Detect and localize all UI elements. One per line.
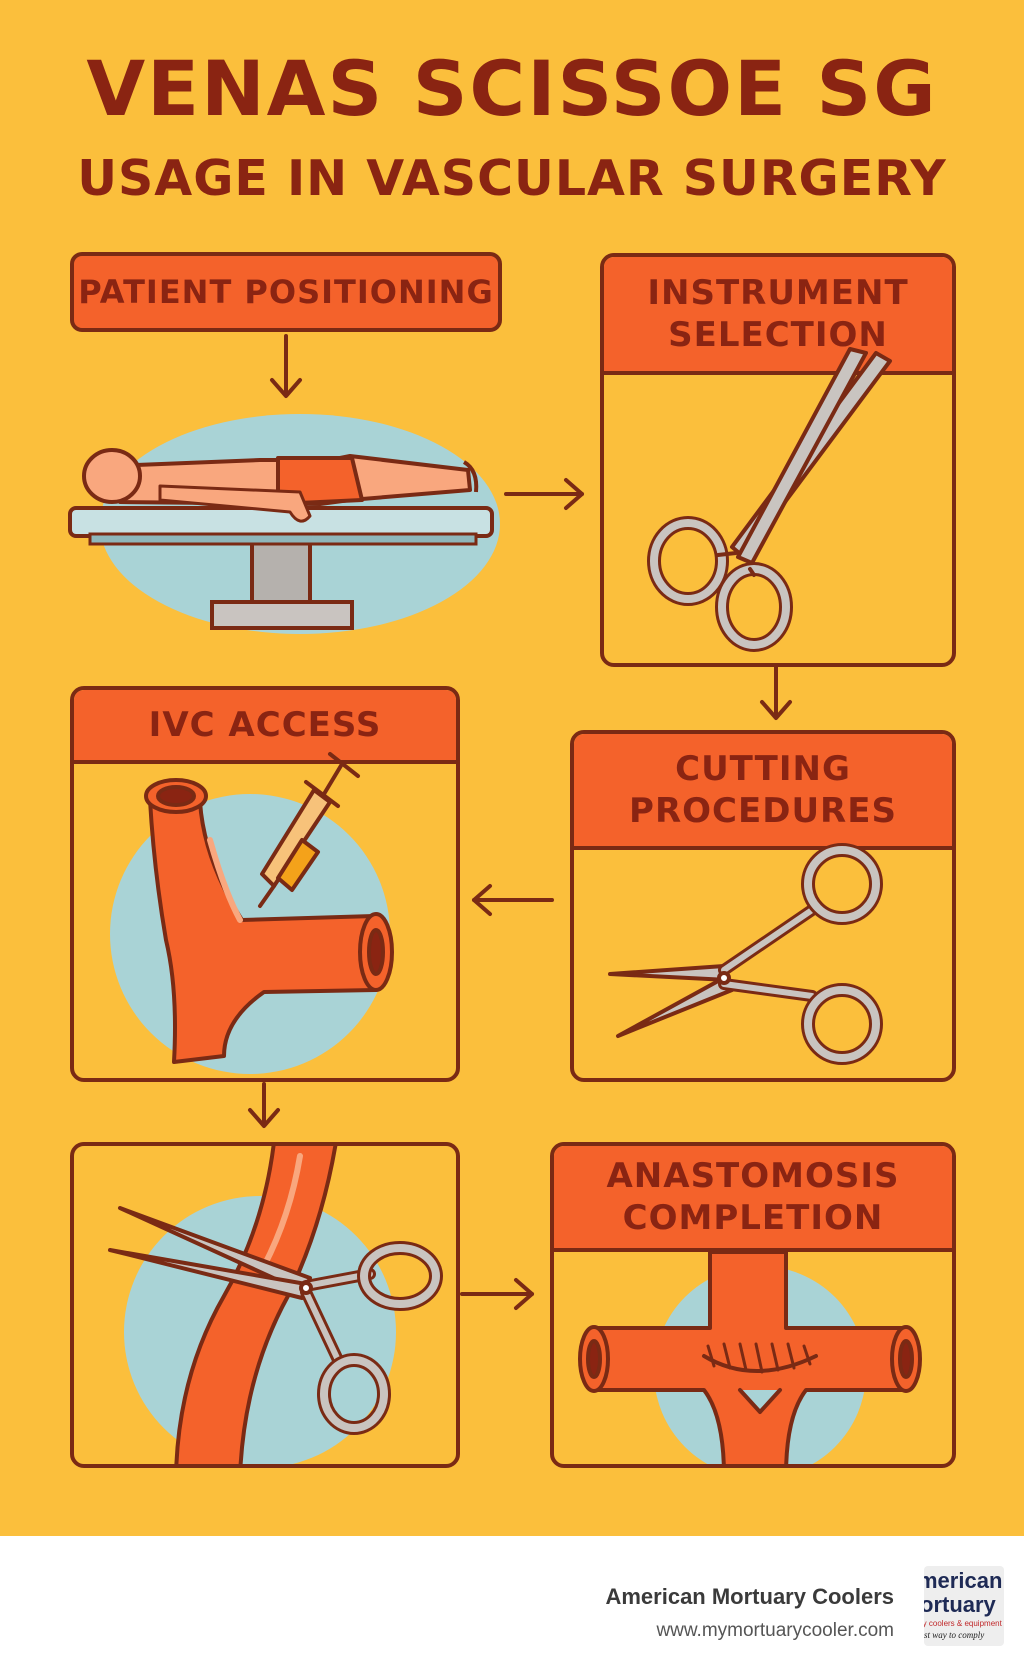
arrow-right-2-icon [460, 1278, 534, 1310]
cutting-procedures-header: CUTTING PROCEDURES [574, 734, 952, 850]
logo-text-3: ry coolers & equipment [924, 1619, 1003, 1628]
patient-on-table-illustration [68, 414, 500, 634]
patient-positioning-label-text: PATIENT POSITIONING [78, 273, 494, 311]
arrow-down-1-icon [270, 334, 302, 398]
ivc-access-panel: IVC ACCESS [70, 686, 460, 1082]
company-logo: merican ortuary ry coolers & equipment e… [924, 1566, 1004, 1646]
anastomosis-completion-header: ANASTOMOSIS COMPLETION [554, 1146, 952, 1252]
instrument-selection-panel: INSTRUMENT SELECTION [600, 253, 956, 667]
logo-text-4: est way to comply [924, 1630, 984, 1640]
cutting-procedures-panel: CUTTING PROCEDURES [570, 730, 956, 1082]
arrow-down-3-icon [248, 1082, 280, 1128]
company-url[interactable]: www.mymortuarycooler.com [656, 1620, 894, 1641]
logo-text-1: merican [924, 1568, 1002, 1593]
main-title: VENAS SCISSOE SG [86, 44, 938, 133]
company-logo-art: merican ortuary ry coolers & equipment e… [924, 1568, 1003, 1640]
diagram-art [68, 334, 792, 1310]
infographic-poster: VENAS SCISSOE SG USAGE IN VASCULAR SURGE… [0, 0, 1024, 1536]
footer: American Mortuary Coolers www.mymortuary… [0, 1536, 1024, 1666]
company-name: American Mortuary Coolers [605, 1584, 894, 1609]
logo-text-2: ortuary [924, 1592, 997, 1617]
vessel-cutting-panel [70, 1142, 460, 1468]
patient-positioning-label: PATIENT POSITIONING [70, 252, 502, 332]
instrument-selection-header: INSTRUMENT SELECTION [604, 257, 952, 375]
arrow-down-2-icon [760, 664, 792, 720]
anastomosis-completion-panel: ANASTOMOSIS COMPLETION [550, 1142, 956, 1468]
subtitle: USAGE IN VASCULAR SURGERY [77, 150, 947, 207]
vein-syringe-illustration [110, 752, 394, 1074]
anastomosis-illustration [578, 1250, 922, 1464]
vessel-scissors-illustration [108, 1146, 443, 1464]
scissors-icon [608, 843, 883, 1065]
ivc-access-header: IVC ACCESS [74, 690, 456, 764]
arrow-right-1-icon [504, 478, 584, 510]
arrow-left-icon [472, 884, 554, 916]
forceps-icon [647, 347, 892, 652]
